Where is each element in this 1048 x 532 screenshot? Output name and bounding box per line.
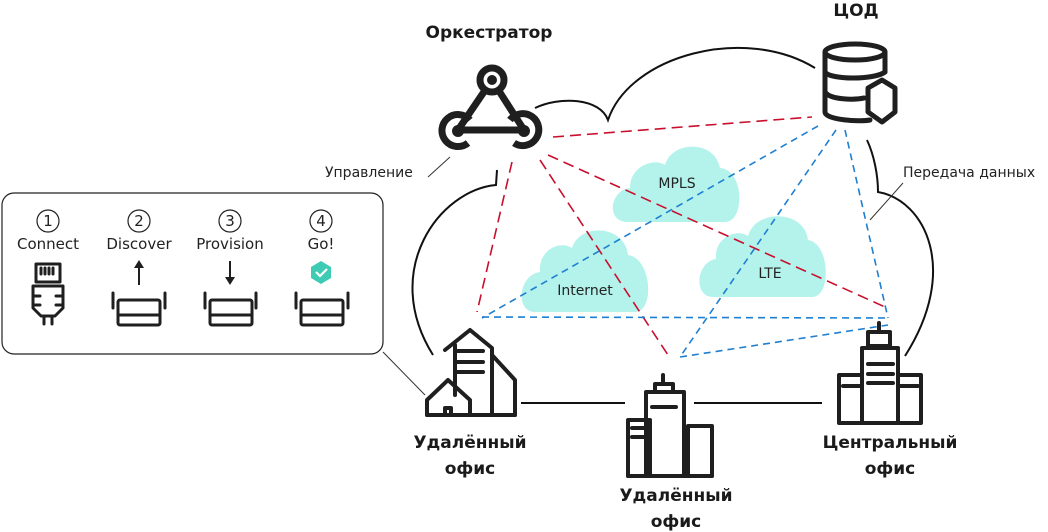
mpls-label: MPLS (658, 176, 695, 192)
step-label: Discover (106, 235, 172, 253)
data-link-remote-1-central (481, 316, 889, 319)
orchestrator-label: Оркестратор (426, 23, 553, 43)
router-icon (203, 291, 258, 327)
step-label: Connect (17, 235, 79, 253)
datacenter-icon (822, 41, 898, 125)
arrow-down-icon (225, 261, 235, 285)
orchestrator-icon (438, 64, 543, 151)
lte-label: LTE (758, 266, 781, 282)
remote-office-2-label-2: офис (651, 512, 702, 532)
control-link-central (547, 154, 886, 308)
wan-cloud-outline-right (866, 139, 935, 357)
step-discover: 2 Discover (106, 209, 172, 327)
data-link-dc-remote-1 (481, 125, 819, 319)
step-number: 2 (134, 212, 144, 230)
wan-cloud-outline (534, 47, 816, 124)
router-icon (294, 291, 350, 327)
step-number: 4 (316, 212, 326, 230)
central-office-label: Центральный (823, 433, 958, 453)
ethernet-plug-icon (31, 262, 65, 326)
step-number: 3 (225, 212, 235, 230)
control-link-remote-2 (539, 159, 669, 356)
data-transfer-annotation: Передача данных (903, 165, 1035, 181)
step-label: Go! (308, 235, 335, 253)
data-link-dc-remote-2 (679, 129, 837, 358)
mpls-cloud: MPLS (612, 146, 740, 222)
step-provision: 3 Provision (196, 209, 264, 327)
management-leader-line (427, 156, 451, 178)
wan-cloud-outline-left (411, 169, 498, 356)
data-link-remote-2-central (679, 324, 889, 358)
lte-cloud: LTE (699, 216, 826, 297)
internet-cloud: Internet (521, 230, 649, 312)
central-office-icon (837, 321, 923, 425)
management-annotation: Управление (325, 165, 413, 181)
remote-office-1-label-2: офис (445, 459, 496, 479)
step-go: 4 Go! (294, 209, 350, 327)
step-connect: 1 Connect (17, 209, 79, 326)
zero-touch-steps-callout: 1 Connect 2 Discover (1, 192, 426, 396)
control-link-remote-1 (476, 161, 513, 313)
control-link-datacenter (552, 116, 813, 138)
data-link-dc-central (844, 129, 889, 319)
check-badge-icon (311, 261, 331, 284)
remote-office-2-icon (626, 373, 714, 478)
step-label: Provision (196, 235, 264, 253)
remote-office-1-label: Удалённый (413, 433, 526, 453)
remote-office-2-label: Удалённый (619, 486, 732, 506)
central-office-label-2: офис (865, 459, 916, 479)
router-icon (111, 291, 167, 327)
data-transfer-leader-line (869, 182, 904, 221)
step-number: 1 (43, 212, 53, 230)
arrow-up-icon (134, 260, 144, 285)
datacenter-label: ЦОД (833, 1, 878, 21)
internet-label: Internet (557, 283, 613, 299)
remote-office-1-icon (425, 328, 517, 417)
